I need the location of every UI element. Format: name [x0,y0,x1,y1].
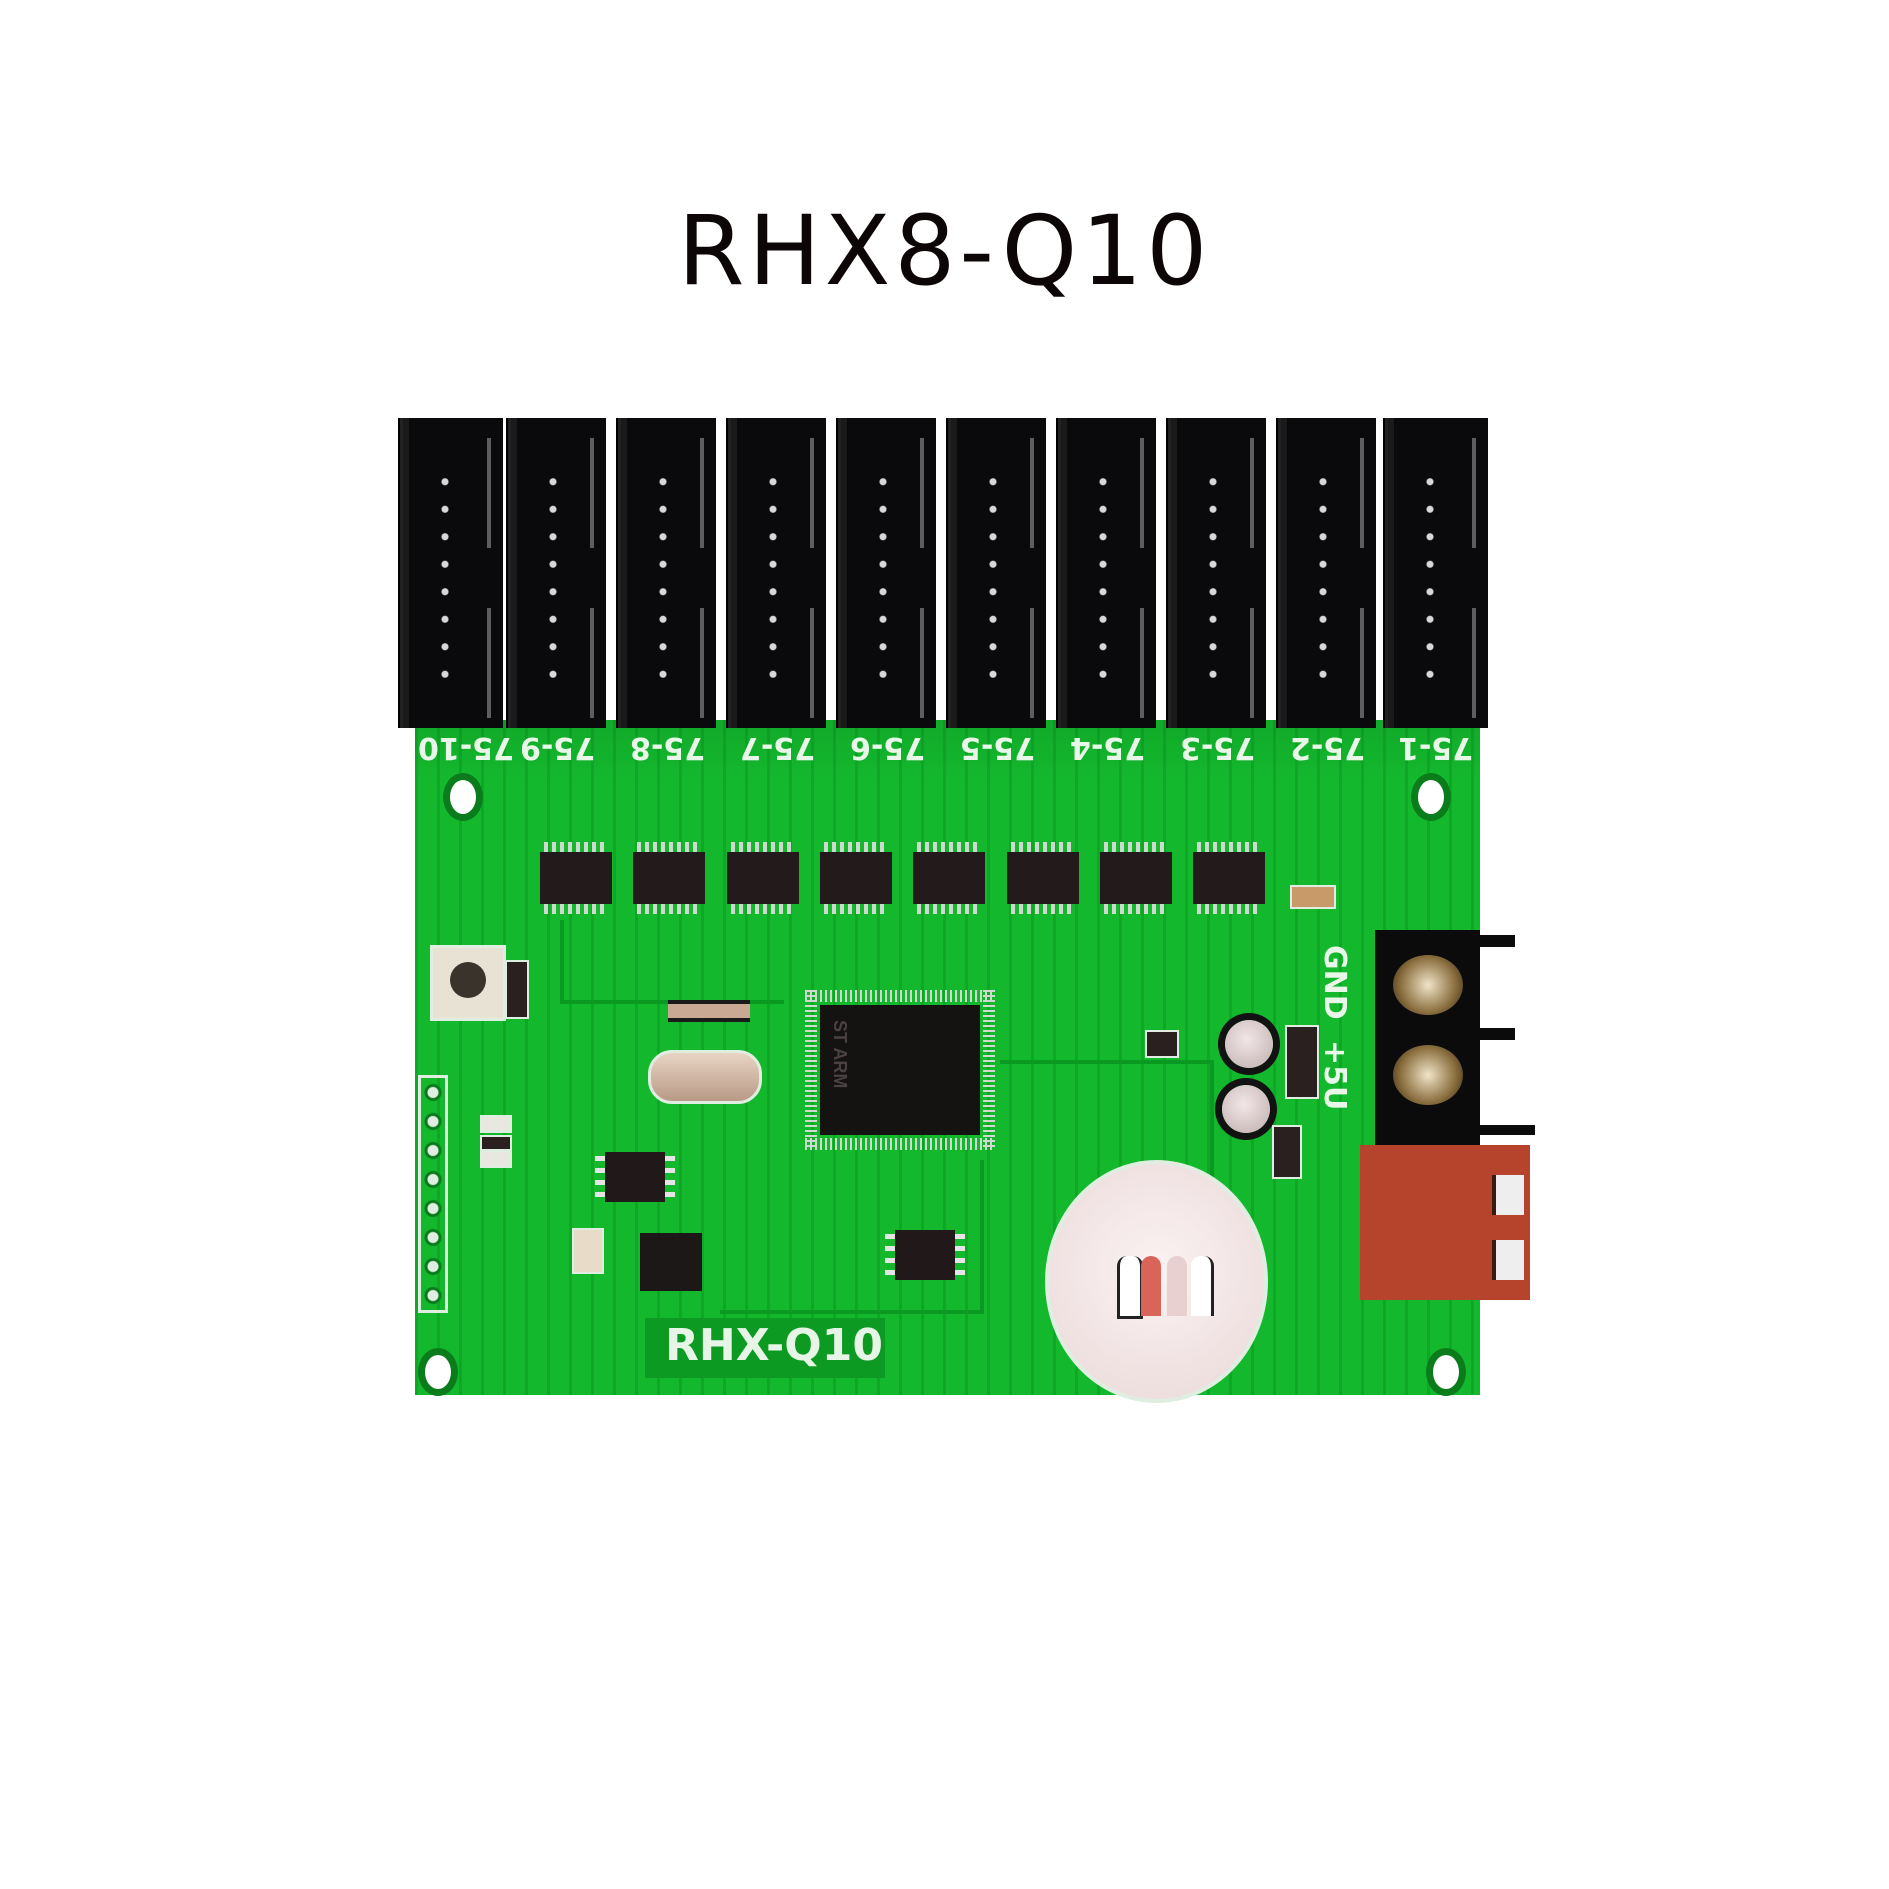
trace [1000,1060,1214,1204]
driver-ic [820,842,892,914]
smd-component [572,1228,604,1274]
power-terminal-block[interactable] [1375,930,1480,1145]
smd-component [505,960,529,1019]
mounting-hole [1418,780,1444,814]
connector-label: 75-5 [960,730,1036,765]
screw-gnd-icon[interactable] [1393,955,1463,1015]
connector-75-5[interactable] [948,418,1046,728]
5v-label: +5U [1317,1040,1352,1111]
model-plate [645,1318,885,1378]
page-title: RHX8-Q10 [677,195,1212,307]
mounting-hole [1433,1355,1459,1389]
connector-label: 75-10 [418,730,514,765]
smd-resistor [480,1150,512,1168]
coin-battery-holder [1045,1160,1268,1403]
connector-75-4[interactable] [1058,418,1156,728]
diode [1285,1025,1319,1099]
trace [720,1160,984,1314]
driver-ic [540,842,612,914]
usb-port[interactable] [1360,1145,1530,1300]
connector-75-2[interactable] [1278,418,1376,728]
driver-ic [1007,842,1079,914]
crystal-oscillator [648,1050,762,1104]
mcu-marking: ST ARM [830,1020,850,1089]
model-silkscreen: RHX-Q10 [665,1320,883,1371]
connector-label: 75-9 [520,730,596,765]
gnd-label: GND [1317,945,1352,1020]
smd-resistor [480,1135,512,1151]
transistor [1145,1030,1179,1058]
diode [1272,1125,1302,1179]
usb-slot [1492,1175,1524,1215]
connector-label: 75-3 [1180,730,1256,765]
connector-label: 75-6 [850,730,926,765]
connector-75-7[interactable] [728,418,826,728]
connector-75-3[interactable] [1168,418,1266,728]
terminal-fin [1480,1028,1515,1040]
soic-chip [885,1230,965,1280]
terminal-fin [1480,1125,1535,1135]
driver-ic [1100,842,1172,914]
mounting-hole [425,1355,451,1389]
connector-label: 75-4 [1070,730,1146,765]
driver-ic [913,842,985,914]
connector-75-1[interactable] [1385,418,1488,728]
crystal-small-icon [668,1000,750,1022]
reset-button[interactable] [430,945,506,1021]
driver-ic [727,842,799,914]
mcu-chip [820,1005,980,1135]
capacitor [1225,1020,1273,1068]
connector-label: 75-2 [1290,730,1366,765]
usb-slot [1492,1240,1524,1280]
smd-resistor [480,1115,512,1133]
connector-label: 75-7 [740,730,816,765]
button-cap [450,962,486,998]
connector-label: 75-8 [630,730,706,765]
connector-label: 75-1 [1398,730,1474,765]
qfn-chip [640,1233,702,1291]
trace [560,920,784,1004]
connector-75-9[interactable] [508,418,606,728]
driver-ic [1193,842,1265,914]
pin-header[interactable] [418,1075,448,1313]
driver-ic [633,842,705,914]
connector-75-10[interactable] [400,418,503,728]
mounting-hole [450,780,476,814]
screw-5v-icon[interactable] [1393,1045,1463,1105]
capacitor [1222,1085,1270,1133]
smd-component [1290,885,1336,909]
soic-chip [595,1152,675,1202]
terminal-fin [1480,935,1515,947]
connector-75-6[interactable] [838,418,936,728]
connector-75-8[interactable] [618,418,716,728]
